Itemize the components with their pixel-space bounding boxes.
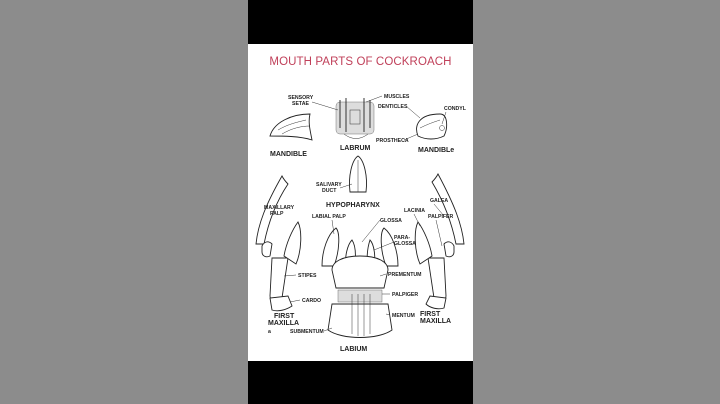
hypopharynx-label: HYPOPHARYNX [326,202,380,209]
para-glossa-label-1: PARA- [394,235,410,241]
sensory-setae-label-1: SENSORY [288,95,314,101]
para-glossa-label-2: GLOSSA [394,241,416,247]
first-maxilla-left-drawing [255,175,302,312]
palpifer-label: PALPIFER [428,214,454,220]
first-maxilla-left-label-3: a [268,329,271,335]
first-maxilla-left-label-1: FIRST [274,313,295,320]
salivary-duct-label-1: SALIVARY [316,182,342,188]
left-background [0,0,248,404]
condyl-label: CONDYL [444,106,467,112]
palpiger-label: PALPIGER [392,292,418,298]
prostheca-label: PROSTHECA [376,138,409,144]
first-maxilla-right-label-1: FIRST [420,311,441,318]
diagram-panel: MOUTH PARTS OF COCKROACH MANDIBLE SENSOR… [248,44,473,361]
mandible-left-drawing [269,113,313,141]
glossa-label: GLOSSA [380,218,402,224]
right-background [473,0,720,404]
mouthparts-figure: MANDIBLE SENSORY SETAE MUSCLES LABRUM DE… [255,94,467,353]
labrum-label: LABRUM [340,145,370,152]
mandible-left-label: MANDIBLE [270,151,307,158]
maxillary-palp-left-label-1: MAXILLARY [264,205,295,211]
hypopharynx-drawing [349,155,367,193]
stipes-label: STIPES [298,273,317,279]
galea-label: GALEA [430,198,448,204]
bottom-letterbox-bar [248,361,473,404]
prementum-label: PREMENTUM [388,272,421,278]
labium-drawing [321,227,399,338]
first-maxilla-right-label-2: MAXILLA [420,318,451,325]
first-maxilla-left-label-2: MAXILLA [268,320,299,327]
diagram-title: MOUTH PARTS OF COCKROACH [269,56,452,68]
muscles-label: MUSCLES [384,94,410,100]
salivary-duct-label-2: DUCT [322,188,337,194]
submentum-label: SUBMENTUM [290,329,324,335]
denticles-label: DENTICLES [378,104,408,110]
maxillary-palp-left-label-2: PALP [270,211,284,217]
mandible-right-label: MANDIBLe [418,147,454,154]
cardo-label: CARDO [302,298,321,304]
first-maxilla-right-drawing [414,173,465,310]
mandible-right-drawing [416,113,448,140]
labrum-drawing [335,98,375,139]
top-letterbox-bar [248,0,473,44]
lacinia-label: LACINIA [404,208,425,214]
labial-palp-label: LABIAL PALP [312,214,346,220]
labium-label: LABIUM [340,346,367,353]
mentum-label: MENTUM [392,313,415,319]
sensory-setae-label-2: SETAE [292,101,309,107]
